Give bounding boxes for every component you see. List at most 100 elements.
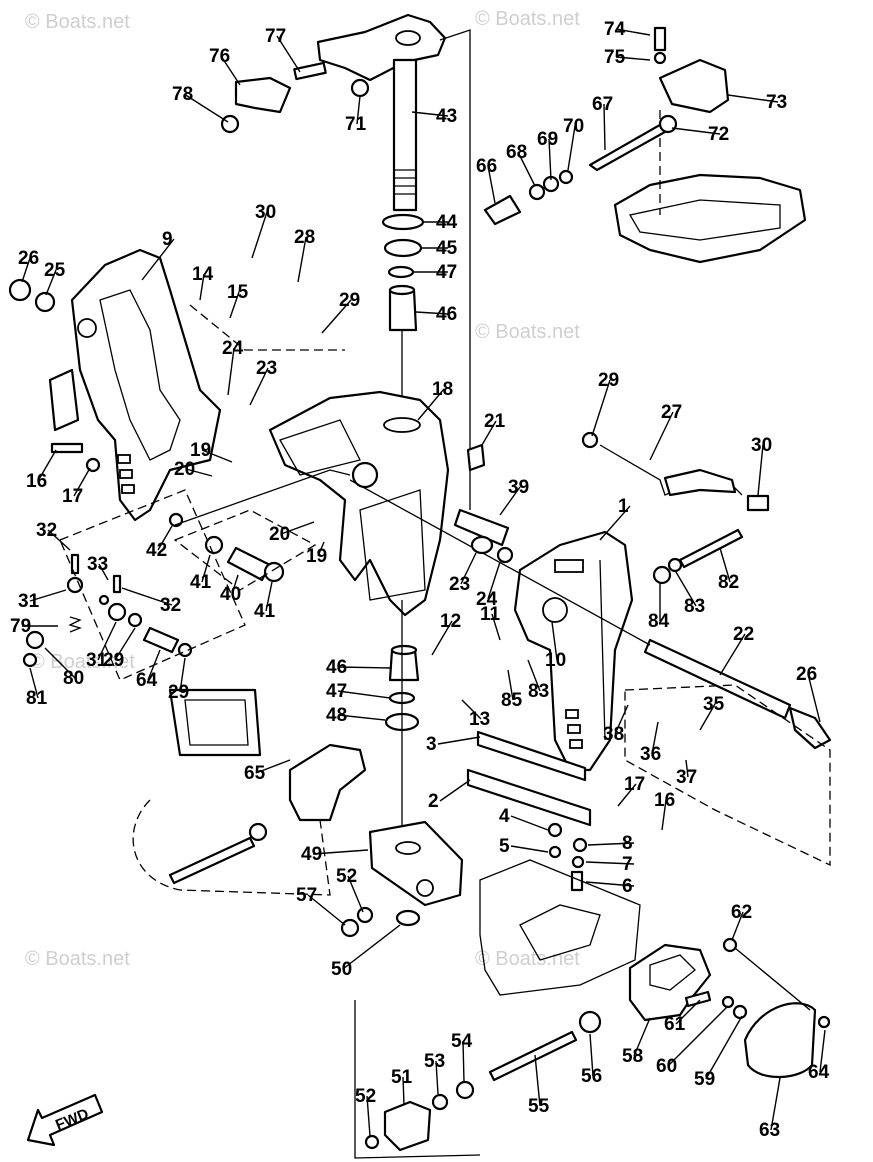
lower-housing bbox=[479, 859, 641, 996]
bracket-76 bbox=[220, 61, 327, 134]
part-label-1: 1 bbox=[618, 496, 629, 517]
part-label-58: 58 bbox=[622, 1046, 643, 1067]
spacer-40 bbox=[168, 469, 351, 583]
leader-line-25 bbox=[45, 269, 57, 296]
leader-line-20 bbox=[185, 468, 213, 477]
clamp-bracket-1 bbox=[513, 530, 634, 772]
part-label-63: 63 bbox=[759, 1120, 780, 1141]
part-label-44: 44 bbox=[436, 212, 458, 233]
leader-line-52 bbox=[366, 1095, 371, 1137]
leader-line-4 bbox=[510, 815, 549, 831]
leader-line-51 bbox=[402, 1076, 405, 1106]
part-label-5: 5 bbox=[499, 836, 510, 857]
part-label-20: 20 bbox=[174, 459, 195, 480]
part-label-82: 82 bbox=[718, 572, 739, 593]
part-label-9: 9 bbox=[162, 229, 173, 250]
part-label-16: 16 bbox=[26, 471, 47, 492]
leader-line-70 bbox=[567, 125, 576, 171]
bracket-58 bbox=[628, 937, 831, 1079]
part-label-46: 46 bbox=[326, 657, 347, 678]
part-label-66: 66 bbox=[476, 156, 497, 177]
leader-line-83 bbox=[527, 659, 541, 692]
leader-line-63 bbox=[770, 1077, 781, 1131]
leader-line-22 bbox=[719, 633, 746, 676]
leader-line-29 bbox=[591, 379, 611, 437]
leader-line-27 bbox=[649, 411, 674, 461]
leader-line-49 bbox=[312, 849, 369, 855]
watermark: © Boats.net bbox=[25, 11, 130, 33]
leader-line-41 bbox=[265, 581, 273, 612]
part-label-69: 69 bbox=[537, 129, 558, 150]
leader-line-39 bbox=[499, 486, 521, 516]
leader-line-6 bbox=[585, 881, 635, 887]
part-label-32: 32 bbox=[160, 595, 181, 616]
part-label-43: 43 bbox=[436, 106, 457, 127]
part-label-81: 81 bbox=[26, 688, 48, 709]
leader-line-58 bbox=[633, 1017, 651, 1057]
watermark: © Boats.net bbox=[30, 651, 135, 673]
steering-shaft-assembly bbox=[316, 13, 471, 510]
leader-line-16 bbox=[661, 799, 667, 831]
part-label-26: 26 bbox=[18, 248, 39, 269]
part-label-37: 37 bbox=[676, 767, 697, 788]
part-label-21: 21 bbox=[484, 411, 506, 432]
leader-line-46 bbox=[337, 666, 391, 669]
part-label-78: 78 bbox=[172, 84, 193, 105]
part-label-38: 38 bbox=[603, 724, 624, 745]
leader-line-31 bbox=[29, 589, 67, 602]
plates-2-3 bbox=[466, 730, 592, 892]
part-label-52: 52 bbox=[355, 1086, 376, 1107]
part-label-12: 12 bbox=[440, 611, 461, 632]
leader-line-13 bbox=[461, 699, 482, 720]
leader-line-19 bbox=[201, 449, 233, 463]
leader-line-62 bbox=[731, 911, 744, 941]
leader-line-30 bbox=[251, 211, 268, 259]
leader-line-68 bbox=[517, 151, 536, 187]
part-label-28: 28 bbox=[294, 227, 315, 248]
part-label-74: 74 bbox=[604, 19, 626, 40]
leader-line-21 bbox=[481, 420, 497, 446]
bushings-46-48 bbox=[384, 600, 420, 840]
part-label-31: 31 bbox=[86, 650, 108, 671]
leader-line-66 bbox=[487, 165, 496, 204]
part-label-3: 3 bbox=[426, 734, 437, 755]
part-label-85: 85 bbox=[501, 690, 523, 711]
part-label-29: 29 bbox=[103, 650, 124, 671]
part-label-25: 25 bbox=[44, 260, 66, 281]
part-label-24: 24 bbox=[222, 338, 244, 359]
leader-line-19 bbox=[317, 541, 325, 557]
leader-lines bbox=[21, 28, 826, 1137]
leader-line-14 bbox=[199, 273, 205, 301]
leader-line-18 bbox=[417, 388, 445, 421]
watermark: © Boats.net bbox=[475, 321, 580, 343]
watermarks: © Boats.net © Boats.net © Boats.net © Bo… bbox=[25, 8, 580, 970]
fwd-arrow: FWD bbox=[26, 1093, 104, 1147]
part-label-83: 83 bbox=[528, 681, 549, 702]
part-label-71: 71 bbox=[345, 114, 367, 135]
leader-line-3 bbox=[437, 736, 481, 745]
leader-line-37 bbox=[685, 759, 689, 778]
part-label-73: 73 bbox=[766, 92, 787, 113]
leader-line-56 bbox=[589, 1033, 594, 1077]
group-outlines bbox=[59, 304, 831, 867]
part-label-42: 42 bbox=[146, 540, 167, 561]
mount-65 bbox=[132, 688, 367, 896]
leader-line-43 bbox=[411, 111, 449, 117]
part-label-19: 19 bbox=[306, 546, 327, 567]
part-label-46: 46 bbox=[436, 304, 457, 325]
part-label-22: 22 bbox=[733, 624, 754, 645]
leader-line-81 bbox=[29, 667, 39, 699]
part-label-68: 68 bbox=[506, 142, 527, 163]
part-label-23: 23 bbox=[449, 574, 470, 595]
leader-line-82 bbox=[719, 547, 731, 583]
mount-51 bbox=[354, 1000, 602, 1159]
part-label-31: 31 bbox=[18, 591, 40, 612]
part-label-83: 83 bbox=[684, 596, 705, 617]
leader-line-78 bbox=[183, 93, 229, 123]
part-label-4: 4 bbox=[499, 806, 510, 827]
part-label-32: 32 bbox=[36, 520, 57, 541]
leader-line-30 bbox=[757, 444, 764, 496]
leader-line-23 bbox=[460, 552, 477, 585]
leader-line-54 bbox=[462, 1040, 465, 1083]
